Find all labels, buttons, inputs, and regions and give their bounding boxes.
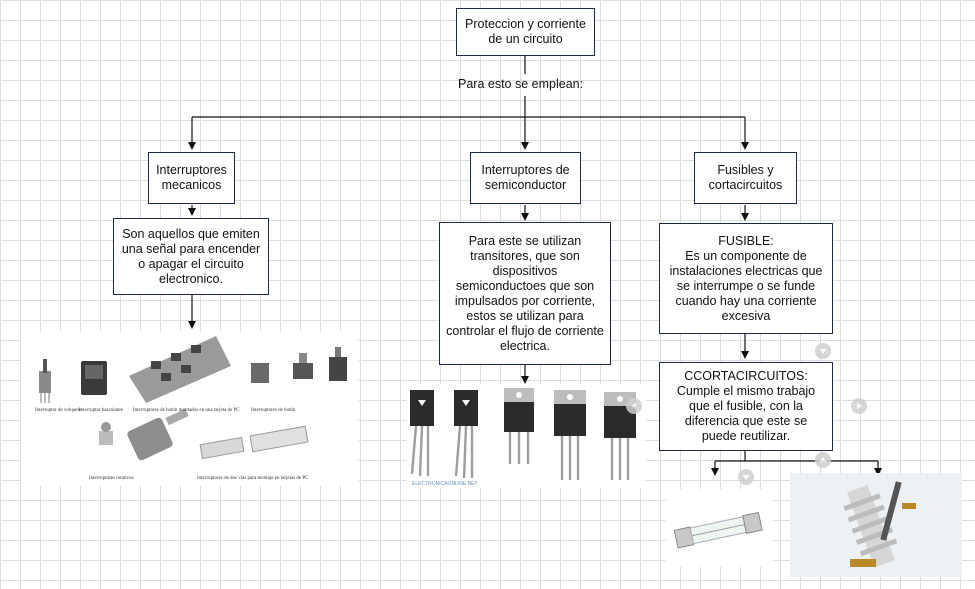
category-fuses-title: Fusibles y cortacircuitos: [708, 163, 783, 192]
caption-dip: Interruptores de dos vías para montaje e…: [197, 476, 309, 481]
caption-push: Interruptores de botón: [251, 408, 296, 413]
semiconductor-description-text: Para este se utilizan transitores, que s…: [446, 233, 604, 353]
caption-toggle: Interruptor de volquete: [35, 408, 82, 413]
transistors-image: ELECTRONICAONLINE.NET: [406, 384, 646, 488]
category-semiconductor-title: Interruptores de semiconductor: [481, 163, 570, 192]
play-up-circle-icon[interactable]: [815, 452, 831, 468]
cutout-breaker-illustration: [843, 481, 916, 568]
category-fuses-node[interactable]: Fusibles y cortacircuitos: [694, 152, 797, 204]
mechanical-description-node[interactable]: Son aquellos que emiten una señal para e…: [113, 218, 269, 295]
play-left-circle-icon[interactable]: [626, 398, 642, 414]
caption-rocker: Interruptor basculante: [79, 408, 124, 413]
category-semiconductor-node[interactable]: Interruptores de semiconductor: [470, 152, 581, 204]
category-mechanical-title: Interruptores mecanicos: [156, 163, 227, 192]
fuse-description-node[interactable]: FUSIBLE: Es un componente de instalacion…: [659, 223, 833, 334]
fuse-image: [665, 489, 773, 567]
connector-label: Para esto se emplean:: [458, 77, 584, 91]
caption-pcb: Interruptores de botón montados en una t…: [133, 408, 240, 413]
play-circle-icon[interactable]: [851, 398, 867, 414]
circuit-breaker-description-text: CCORTACIRCUITOS: Cumple el mismo trabajo…: [676, 369, 816, 443]
transistors-illustration: ELECTRONICAONLINE.NET: [410, 388, 636, 487]
mechanical-description-text: Son aquellos que emiten una señal para e…: [121, 226, 261, 286]
transistor-watermark: ELECTRONICAONLINE.NET: [412, 481, 478, 487]
fuse-description-text: FUSIBLE: Es un componente de instalacion…: [669, 233, 823, 323]
glass-fuse-illustration: [673, 511, 763, 549]
mechanical-switches-image: Interruptor de volquete Interruptor basc…: [21, 331, 359, 486]
caption-rotary: Interruptores rotativos: [89, 476, 134, 481]
semiconductor-description-node[interactable]: Para este se utilizan transitores, que s…: [439, 222, 611, 365]
root-node[interactable]: Proteccion y corriente de un circuito: [456, 8, 595, 56]
play-down-circle-icon[interactable]: [815, 343, 831, 359]
mechanical-switches-illustration: Interruptor de volquete Interruptor basc…: [35, 336, 347, 481]
category-mechanical-node[interactable]: Interruptores mecanicos: [148, 152, 235, 204]
root-node-text: Proteccion y corriente de un circuito: [465, 17, 586, 46]
play-down-circle-icon[interactable]: [738, 469, 754, 485]
cutout-breaker-image: [790, 473, 962, 577]
circuit-breaker-description-node[interactable]: CCORTACIRCUITOS: Cumple el mismo trabajo…: [659, 362, 833, 451]
